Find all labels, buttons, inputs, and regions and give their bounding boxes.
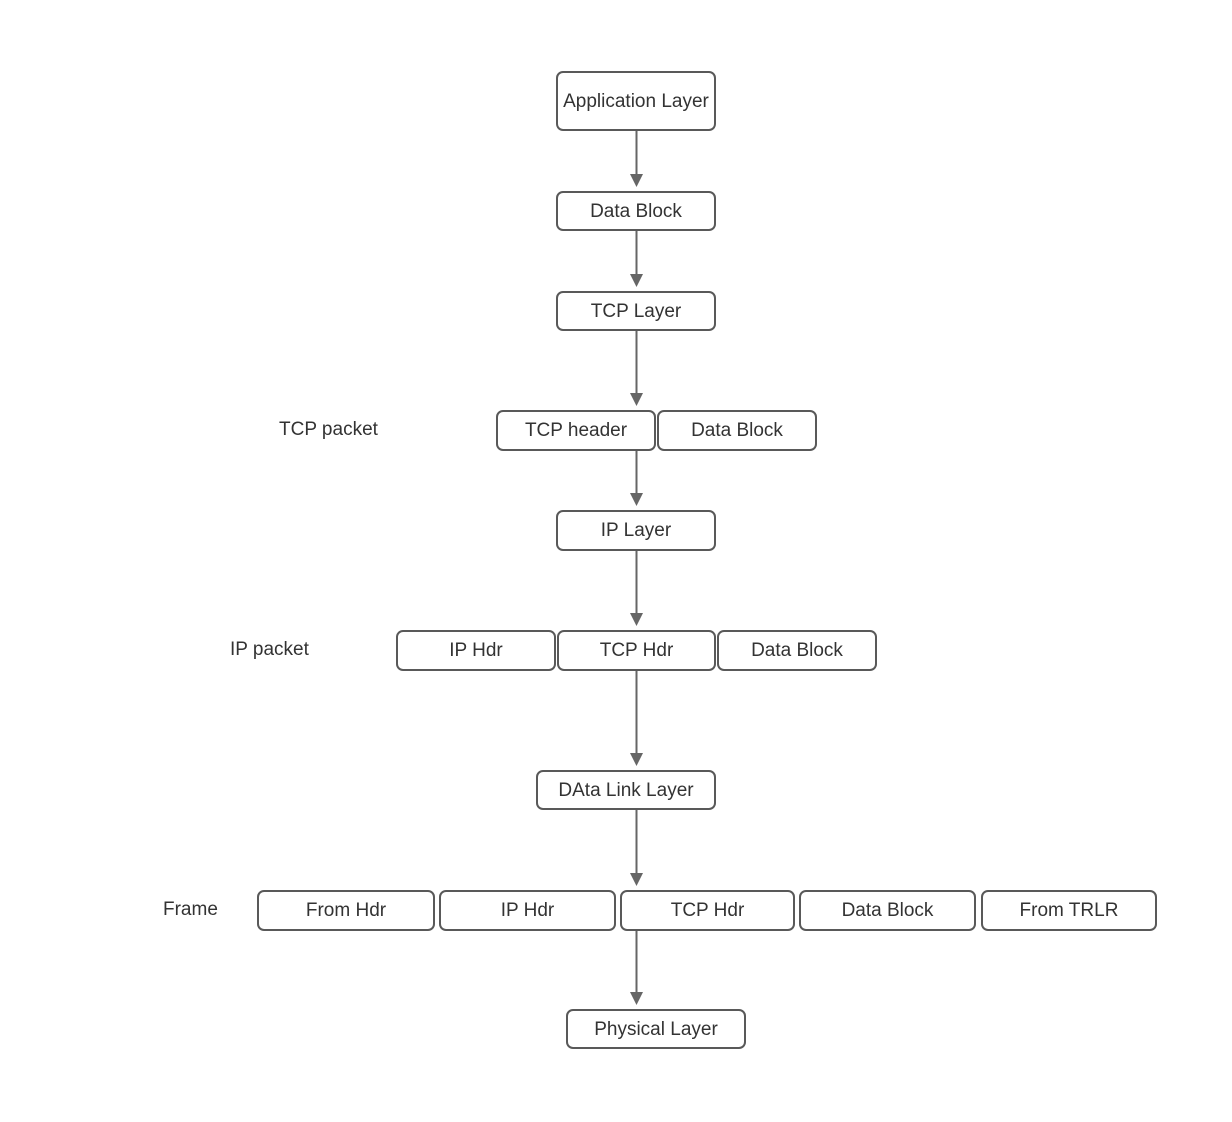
row-label-ip-packet: IP packet <box>230 639 309 660</box>
node-frame-from-trlr-label: From TRLR <box>1019 900 1119 921</box>
node-ip-layer: IP Layer <box>556 510 716 551</box>
arrow-application-to-datablock <box>630 131 643 187</box>
node-frame-from-hdr: From Hdr <box>257 890 435 931</box>
node-tcp-layer-label: TCP Layer <box>590 300 682 322</box>
node-ip-layer-label: IP Layer <box>600 520 672 541</box>
arrow-datablock-to-tcplayer <box>630 231 643 287</box>
node-ip-tcp-hdr-label: TCP Hdr <box>599 640 674 661</box>
node-ip-tcp-hdr: TCP Hdr <box>557 630 716 671</box>
arrow-tcppacket-to-iplayer <box>630 451 643 506</box>
node-frame-ip-hdr: IP Hdr <box>439 890 616 931</box>
node-data-link-layer-label: DAta Link Layer <box>558 779 694 801</box>
arrow-tcplayer-to-tcppacket <box>630 331 643 406</box>
node-data-link-layer: DAta Link Layer <box>536 770 716 810</box>
node-ip-data-block-label: Data Block <box>751 640 843 661</box>
arrow-frame-to-physical <box>630 931 643 1005</box>
row-label-tcp-packet: TCP packet <box>279 419 378 440</box>
node-application-layer: Application Layer <box>556 71 716 131</box>
node-ip-hdr-label: IP Hdr <box>449 640 503 661</box>
node-physical-layer: Physical Layer <box>566 1009 746 1049</box>
node-physical-layer-label: Physical Layer <box>594 1018 718 1040</box>
node-tcp-header-label: TCP header <box>524 420 628 441</box>
node-frame-ip-hdr-label: IP Hdr <box>500 900 555 921</box>
arrow-ippacket-to-datalink <box>630 671 643 766</box>
node-frame-from-trlr: From TRLR <box>981 890 1157 931</box>
node-frame-from-hdr-label: From Hdr <box>305 900 387 921</box>
arrow-datalink-to-frame <box>630 810 643 886</box>
node-frame-data-block: Data Block <box>799 890 976 931</box>
node-tcp-layer: TCP Layer <box>556 291 716 331</box>
node-frame-tcp-hdr: TCP Hdr <box>620 890 795 931</box>
node-tcp-data-block-label: Data Block <box>691 420 783 441</box>
node-tcp-data-block: Data Block <box>657 410 817 451</box>
node-application-layer-label: Application Layer <box>563 90 709 112</box>
node-frame-tcp-hdr-label: TCP Hdr <box>670 900 745 921</box>
node-data-block-top: Data Block <box>556 191 716 231</box>
node-frame-data-block-label: Data Block <box>841 900 934 921</box>
arrow-iplayer-to-ippacket <box>630 551 643 626</box>
node-data-block-top-label: Data Block <box>590 200 682 222</box>
row-label-frame: Frame <box>163 899 218 920</box>
node-ip-hdr: IP Hdr <box>396 630 556 671</box>
node-tcp-header: TCP header <box>496 410 656 451</box>
node-ip-data-block: Data Block <box>717 630 877 671</box>
